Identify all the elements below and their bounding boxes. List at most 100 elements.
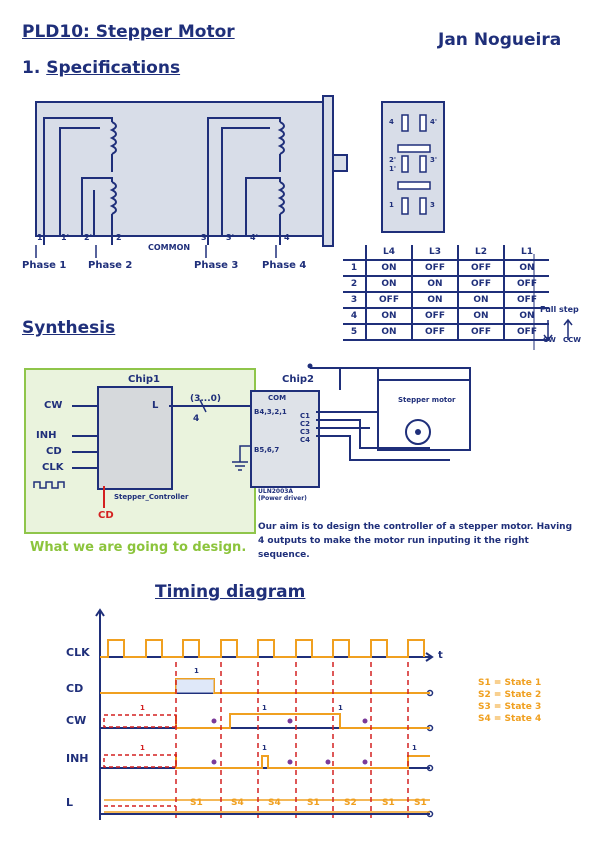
mark-label: 1 [338, 704, 343, 712]
table-header-cell: L4 [365, 245, 413, 261]
table-cell: 4 [343, 307, 367, 325]
input-label-cw: CW [44, 400, 63, 411]
full-step-label: Full step [540, 305, 579, 314]
connector-pin-label: 1' [389, 165, 397, 173]
table-cell: OFF [411, 323, 459, 341]
state-legend-item: S1 = State 1 [478, 678, 542, 688]
table-header-row: L4 L3 L2 L1 [343, 245, 549, 261]
signal-label-cd: CD [66, 682, 84, 695]
table-cell: 5 [343, 323, 367, 341]
ccw-label: CCW [563, 336, 581, 344]
table-cell: OFF [365, 291, 413, 309]
signal-label-clk: CLK [66, 646, 90, 659]
bus-width: 4 [193, 414, 200, 424]
table-row: 4 ON OFF ON ON [343, 307, 549, 325]
chip2-pin: C4 [300, 436, 311, 444]
table-cell: ON [503, 307, 549, 325]
connector-pin-label: 1 [389, 201, 394, 209]
pin-label: 2 [116, 233, 122, 242]
chip2-caption: ULN2003A (Power driver) [258, 488, 307, 502]
section-specifications: 1. Specifications [22, 58, 180, 78]
phase-label: Phase 2 [88, 260, 133, 271]
chip2-label: Chip2 [282, 374, 315, 385]
state-label: S4 [268, 798, 281, 808]
cd-bottom-label: CD [98, 510, 114, 521]
page-title: PLD10: Stepper Motor [22, 22, 235, 42]
table-cell: OFF [457, 323, 505, 341]
table-cell: OFF [503, 323, 549, 341]
table-cell: ON [365, 307, 413, 325]
chip2-block [250, 390, 320, 488]
output-label-l: L [152, 400, 159, 411]
signal-label-cw: CW [66, 714, 87, 727]
pin-label: 4 [284, 233, 290, 242]
chip1-caption: Stepper_Controller [114, 493, 189, 501]
state-label: S1 [382, 798, 395, 808]
connector-pin-label: 4' [430, 118, 438, 126]
table-header-cell: L3 [411, 245, 459, 261]
section-specifications-label: Specifications [46, 58, 181, 78]
table-row: 1 ON OFF OFF ON [343, 259, 549, 277]
table-cell: ON [411, 291, 459, 309]
chip2-pin: B5,6,7 [254, 446, 280, 454]
signal-label-l: L [66, 796, 74, 809]
state-label: S1 [414, 798, 427, 808]
section-number: 1. [22, 58, 41, 78]
aim-description: Our aim is to design the controller of a… [258, 522, 573, 560]
section-synthesis: Synthesis [22, 318, 116, 338]
table-cell: OFF [503, 275, 549, 293]
chip2-pin: C3 [300, 428, 311, 436]
state-label: S2 [344, 798, 357, 808]
design-scope-note: What we are going to design. [30, 540, 247, 555]
phase-label: Phase 1 [22, 260, 67, 271]
time-axis-label: t [438, 650, 443, 661]
input-label-clk: CLK [42, 462, 64, 473]
table-cell: OFF [411, 307, 459, 325]
state-legend-item: S2 = State 2 [478, 690, 542, 700]
common-label: COMMON [148, 243, 191, 252]
table-cell: ON [457, 307, 505, 325]
table-cell: OFF [457, 259, 505, 277]
state-label: S4 [231, 798, 244, 808]
mark-label: 1 [262, 744, 267, 752]
table-cell: ON [365, 259, 413, 277]
table-row: 2 ON ON OFF OFF [343, 275, 549, 293]
cw-label: CW [543, 336, 556, 344]
chip1-block [97, 386, 173, 490]
mark-label: 1 [262, 704, 267, 712]
phase-label: Phase 3 [194, 260, 239, 271]
table-cell: OFF [503, 291, 549, 309]
table-cell: ON [365, 275, 413, 293]
table-cell: ON [411, 275, 459, 293]
table-cell: 2 [343, 275, 367, 293]
author-name: Jan Nogueira [438, 30, 562, 50]
table-cell: ON [365, 323, 413, 341]
bus-label: (3...0) [190, 394, 222, 404]
chip2-pin: COM [268, 394, 287, 402]
pin-label: 3 [201, 233, 207, 242]
motor-label: Stepper motor [398, 396, 456, 404]
mark-label: 1 [140, 704, 145, 712]
pin-label: 2' [84, 233, 93, 242]
step-sequence-table: L4 L3 L2 L1 1 ON OFF OFF ON 2 ON ON OFF … [343, 245, 549, 341]
table-cell: OFF [411, 259, 459, 277]
table-row: 3 OFF ON ON OFF [343, 291, 549, 309]
chip2-pin: B4,3,2,1 [254, 408, 287, 416]
mark-label: 1 [194, 667, 199, 675]
connector-pin-label: 2' [389, 156, 397, 164]
table-cell: 1 [343, 259, 367, 277]
pin-label: 1' [61, 233, 70, 242]
state-label: S1 [190, 798, 203, 808]
connector-pin-label: 3 [430, 201, 435, 209]
phase-label: Phase 4 [262, 260, 307, 271]
pin-label: 4' [250, 233, 259, 242]
state-legend-item: S3 = State 3 [478, 702, 542, 712]
state-label: S1 [307, 798, 320, 808]
table-header-cell [343, 245, 367, 261]
state-legend-item: S4 = State 4 [478, 714, 542, 724]
table-header-cell: L2 [457, 245, 505, 261]
pin-label: 1 [37, 233, 43, 242]
